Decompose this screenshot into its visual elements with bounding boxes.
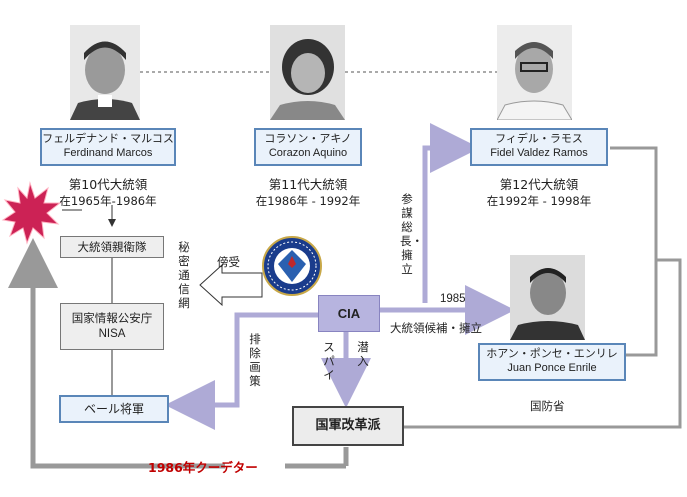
gen-ver-box[interactable]: ベール将軍: [59, 395, 169, 423]
aquino-name-box[interactable]: コラソン・アキノ Corazon Aquino: [254, 128, 362, 166]
intercept-arrow: [199, 263, 263, 307]
coup-label: 1986年クーデター: [148, 460, 258, 475]
aquino-title: 第11代大統領: [268, 177, 348, 192]
enrile-name-box[interactable]: ホアン・ポンセ・エンリレ Juan Ponce Enrile: [478, 343, 626, 381]
ramos-name-jp: フィデル・ラモス: [495, 132, 583, 145]
aquino-term: 在1986年 - 1992年: [255, 194, 361, 208]
infiltrate-label: 潜入: [357, 340, 369, 368]
aquino-name-en: Corazon Aquino: [268, 147, 348, 159]
marcos-term: 在1965年-1986年: [59, 194, 157, 208]
cia-box[interactable]: CIA: [318, 295, 380, 332]
marcos-title: 第10代大統領: [68, 177, 148, 192]
cia-label: CIA: [337, 306, 361, 321]
coup-line: [7, 238, 225, 469]
intercept-label: 傍受: [217, 255, 240, 269]
aquino-name-jp: コラソン・アキノ: [264, 132, 352, 145]
reform-faction-box[interactable]: 国軍改革派: [292, 406, 404, 446]
secret-network-label: 秘密通信網: [178, 240, 190, 310]
presidential-guard-box[interactable]: 大統領親衛隊: [60, 236, 164, 258]
year-1985-label: 1985: [440, 293, 466, 305]
ramos-info: 第12代大統領 在1992年 - 1998年: [476, 176, 602, 210]
ramos-name-en: Fidel Valdez Ramos: [490, 147, 588, 159]
ramos-photo: [497, 25, 572, 120]
cia-seal-icon: [262, 236, 322, 296]
enrile-name-jp: ホアン・ポンセ・エンリレ: [486, 347, 618, 360]
enrile-role: 国防省: [530, 399, 565, 413]
marcos-portrait-icon: [70, 25, 140, 120]
nisa-box[interactable]: 国家情報公安庁 NISA: [60, 303, 164, 350]
exclusion-label: 排除画策: [249, 332, 261, 388]
candidate-label: 大統領候補・擁立: [390, 321, 482, 335]
enrile-photo: [510, 255, 585, 340]
nisa-label-jp: 国家情報公安庁: [71, 311, 153, 325]
ramos-name-box[interactable]: フィデル・ラモス Fidel Valdez Ramos: [470, 128, 608, 166]
cia-to-ramos-arrow: [422, 123, 480, 303]
cia-to-ver-arrow: [165, 312, 318, 430]
aquino-portrait-icon: [270, 25, 345, 120]
enrile-portrait-icon: [510, 255, 585, 340]
gen-ver-label: ベール将軍: [83, 402, 144, 416]
aquino-info: 第11代大統領 在1986年 - 1992年: [250, 176, 366, 210]
cia-seal-graphic: [262, 236, 322, 296]
enrile-name-en: Juan Ponce Enrile: [507, 362, 597, 374]
reform-faction-label: 国軍改革派: [315, 418, 381, 433]
nisa-label-en: NISA: [98, 328, 126, 340]
ramos-portrait-icon: [497, 25, 572, 120]
chief-of-staff-label: 参謀総長・擁立: [400, 192, 423, 276]
presidential-guard-label: 大統領親衛隊: [77, 240, 147, 254]
ramos-term: 在1992年 - 1998年: [486, 194, 592, 208]
ramos-enrile-connector: [610, 146, 658, 357]
spy-label: スパイ: [323, 340, 335, 382]
aquino-photo: [270, 25, 345, 120]
reform-connector: [404, 258, 682, 429]
ramos-title: 第12代大統領: [499, 177, 579, 192]
marcos-photo: [70, 25, 140, 120]
marcos-name-jp: フェルデナンド・マルコス: [42, 132, 174, 145]
marcos-name-box[interactable]: フェルデナンド・マルコス Ferdinand Marcos: [40, 128, 176, 166]
marcos-info: 第10代大統領 在1965年-1986年: [45, 176, 171, 210]
marcos-name-en: Ferdinand Marcos: [63, 147, 153, 159]
